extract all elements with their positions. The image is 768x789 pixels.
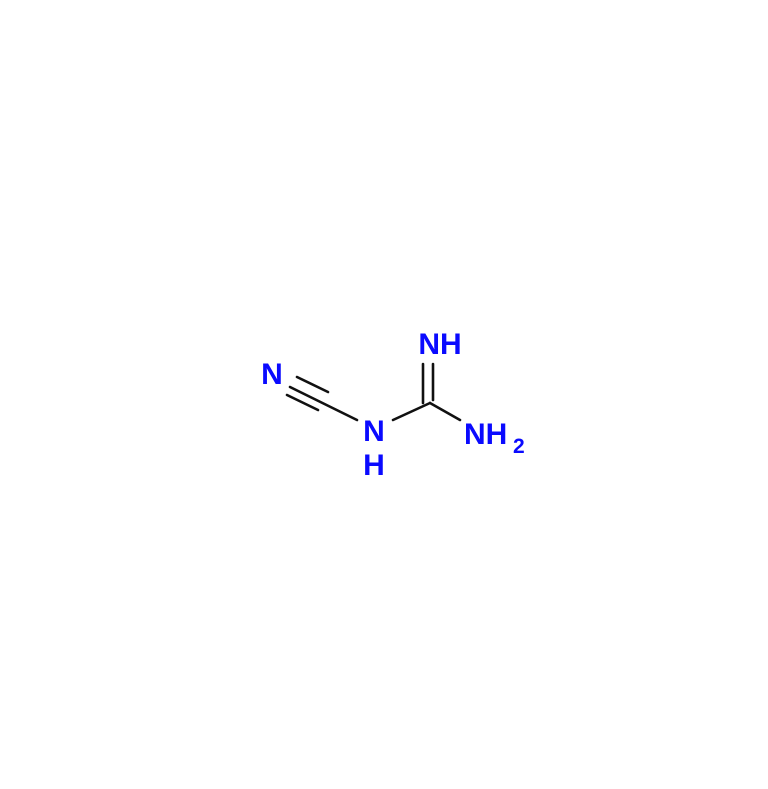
c-nh2-bond bbox=[428, 401, 462, 422]
atom-amine-h: H bbox=[363, 449, 385, 482]
atom-amino-nh: NH bbox=[464, 418, 507, 451]
atom-amine-n: N bbox=[363, 415, 385, 448]
atom-imine-nh: NH bbox=[418, 328, 461, 361]
triple-bond-upper bbox=[295, 375, 330, 394]
triple-bond-center bbox=[288, 385, 359, 422]
atom-nitrile-n: N bbox=[261, 358, 283, 391]
atom-amino-subscript: 2 bbox=[513, 435, 525, 458]
nh-c-bond bbox=[391, 401, 432, 422]
triple-bond-lower bbox=[285, 393, 320, 412]
